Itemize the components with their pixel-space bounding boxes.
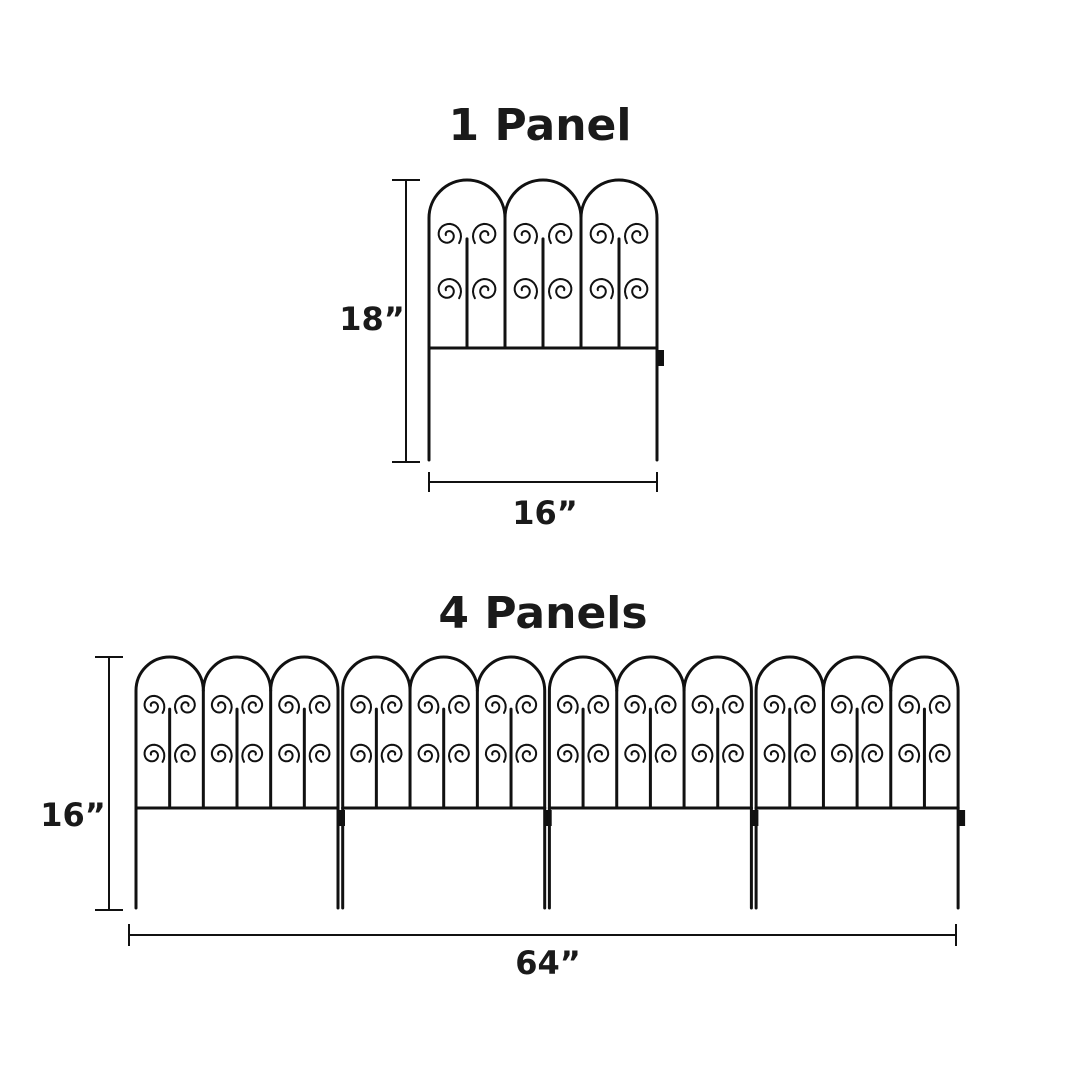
scroll-curl <box>278 694 301 714</box>
connector-clip <box>656 350 664 366</box>
scroll-curl <box>210 743 233 763</box>
fence-panel <box>134 655 345 910</box>
scroll-curl <box>241 694 264 714</box>
scroll-curl <box>143 743 166 763</box>
scroll-curl <box>350 743 373 763</box>
scroll-curl <box>241 743 264 763</box>
scroll-curl <box>417 743 440 763</box>
scroll-curl <box>763 694 786 714</box>
combined-height-label: 16” <box>40 796 106 834</box>
scroll-curl <box>691 743 714 763</box>
arch-outline <box>427 178 659 350</box>
arch-outline <box>134 655 340 810</box>
scroll-curl <box>417 694 440 714</box>
scroll-curl <box>624 694 647 714</box>
scroll-curl <box>623 222 649 245</box>
scroll-curl <box>861 694 884 714</box>
scroll-curl <box>471 222 497 245</box>
single-fence-panel <box>427 178 664 462</box>
fence-panel <box>427 178 664 462</box>
scroll-curl <box>623 277 649 300</box>
scroll-curl <box>380 743 403 763</box>
scroll-curl <box>691 694 714 714</box>
combined-fence-panels <box>134 655 966 910</box>
scroll-curl <box>308 694 331 714</box>
scroll-curl <box>513 222 539 245</box>
scroll-curl <box>831 694 853 714</box>
scroll-curl <box>437 222 463 245</box>
scroll-curl <box>557 694 579 714</box>
scroll-curl <box>654 694 677 714</box>
scroll-curl <box>624 743 647 763</box>
scroll-curl <box>722 694 744 714</box>
scroll-curl <box>898 743 921 763</box>
scroll-curl <box>589 277 615 300</box>
arch-outline <box>547 655 753 810</box>
connector-clip <box>337 810 345 826</box>
scroll-curl <box>928 694 951 714</box>
combined-height-dimension <box>95 656 123 911</box>
single-panel-title: 1 Panel <box>449 100 632 151</box>
scroll-curl <box>210 694 233 714</box>
combined-panels-title: 4 Panels <box>438 588 647 639</box>
scroll-curl <box>589 222 615 245</box>
single-height-dimension <box>392 179 420 463</box>
scroll-curl <box>471 277 497 300</box>
scroll-curl <box>722 743 744 763</box>
connector-clip <box>750 810 759 826</box>
scroll-curl <box>831 743 853 763</box>
fence-panel <box>547 655 759 910</box>
scroll-curl <box>308 743 331 763</box>
fence-panel <box>341 655 552 910</box>
scroll-curl <box>173 694 196 714</box>
scroll-curl <box>763 743 786 763</box>
scroll-curl <box>278 743 301 763</box>
scroll-curl <box>143 694 166 714</box>
scroll-curl <box>447 743 470 763</box>
arch-outline <box>341 655 547 810</box>
scroll-curl <box>484 743 507 763</box>
scroll-curl <box>547 222 573 245</box>
single-width-dimension <box>428 472 658 492</box>
scroll-curl <box>557 743 579 763</box>
arch-outline <box>754 655 960 810</box>
scroll-curl <box>447 694 470 714</box>
scroll-curl <box>515 743 538 763</box>
fence-panel <box>754 655 966 910</box>
scroll-curl <box>928 743 951 763</box>
scroll-curl <box>794 743 816 763</box>
scroll-curl <box>547 277 573 300</box>
connector-clip <box>957 810 966 826</box>
scroll-curl <box>515 694 538 714</box>
scroll-curl <box>654 743 677 763</box>
combined-width-label: 64” <box>515 944 581 982</box>
single-width-label: 16” <box>512 494 578 532</box>
scroll-curl <box>861 743 884 763</box>
connector-clip <box>543 810 552 826</box>
scroll-curl <box>173 743 196 763</box>
scroll-curl <box>350 694 373 714</box>
scroll-curl <box>587 694 610 714</box>
scroll-curl <box>587 743 610 763</box>
scroll-curl <box>513 277 539 300</box>
scroll-curl <box>437 277 463 300</box>
scroll-curl <box>794 694 816 714</box>
scroll-curl <box>380 694 403 714</box>
combined-width-dimension <box>128 924 957 946</box>
scroll-curl <box>898 694 921 714</box>
single-height-label: 18” <box>339 300 405 338</box>
scroll-curl <box>484 694 507 714</box>
